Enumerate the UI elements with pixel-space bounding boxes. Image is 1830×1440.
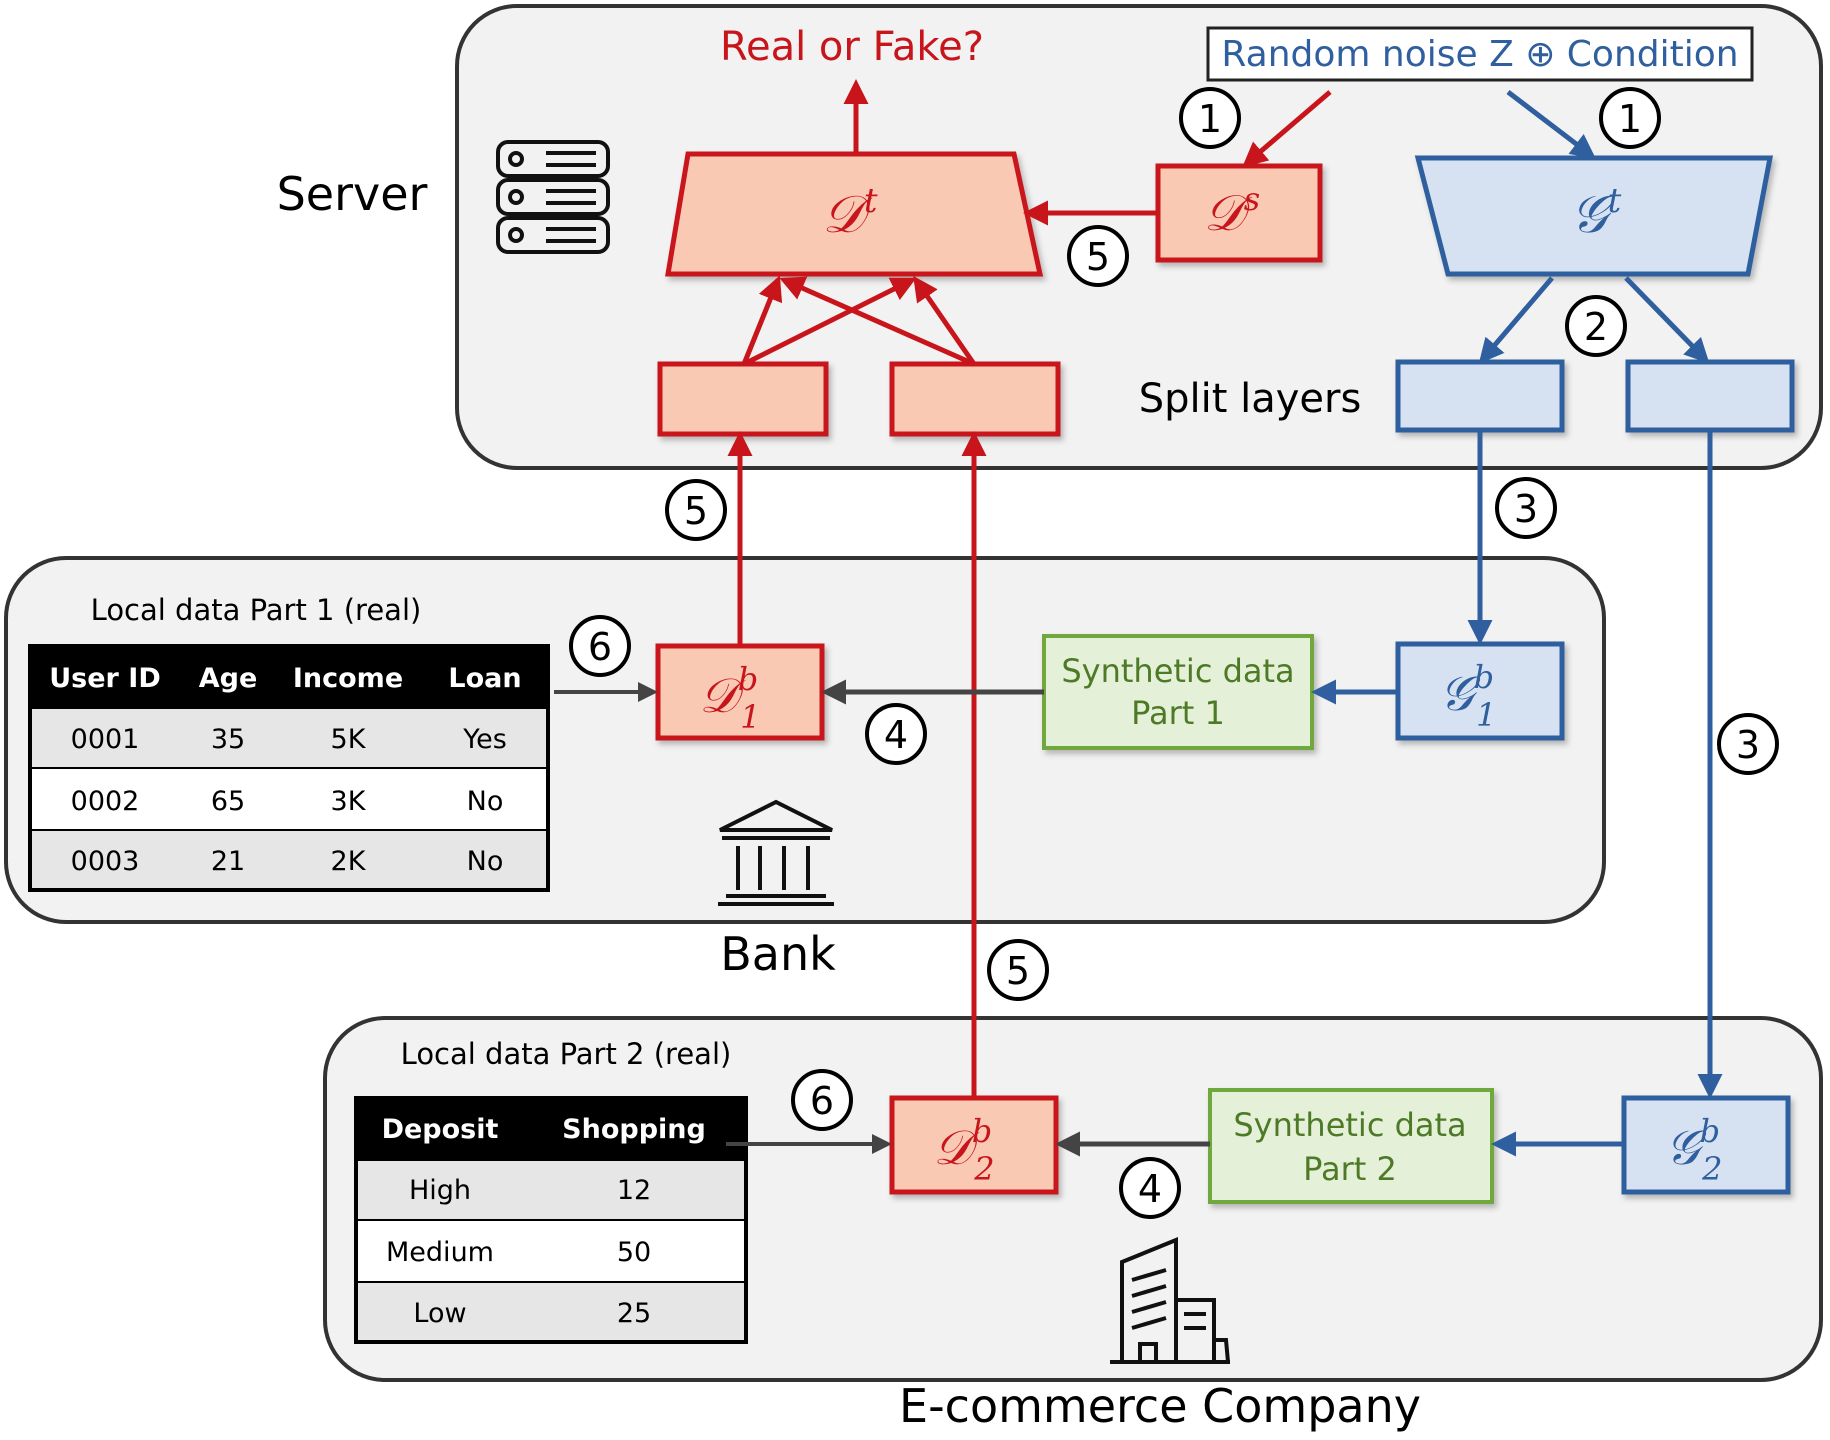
noise-condition-box	[1206, 26, 1754, 82]
bank-cell: 65	[211, 786, 245, 817]
svg-text:5: 5	[1006, 949, 1030, 993]
server-label: Server	[277, 167, 428, 221]
noise-condition-label: Random noise Z ⊕ Condition	[1221, 34, 1738, 75]
ecommerce-label: E-commerce Company	[899, 1379, 1421, 1433]
arrow-split1-to-dt-a	[741, 275, 783, 365]
svg-text:3: 3	[1514, 487, 1538, 531]
svg-text:4: 4	[884, 713, 908, 757]
bank-cell: Yes	[462, 724, 507, 755]
arrow-noise-to-gt	[1506, 90, 1596, 160]
synthetic-part1-line1: Synthetic data	[1061, 652, 1294, 690]
bank-header-income: Income	[293, 663, 403, 694]
split-layers-label: Split layers	[1139, 376, 1362, 422]
red-split-layer-2	[889, 361, 1061, 437]
generator-bank	[1395, 641, 1565, 741]
discriminator-top	[665, 151, 1044, 277]
generator-ecommerce	[1621, 1095, 1791, 1195]
server-icon	[496, 140, 610, 254]
bank-table-title: Local data Part 1 (real)	[91, 593, 422, 627]
discriminator-ecommerce	[889, 1095, 1059, 1195]
step-marker-1a: 1	[1179, 87, 1241, 149]
bank-cell: 3K	[331, 786, 367, 817]
bank-cell: 2K	[331, 846, 367, 877]
step-marker-5-bank: 5	[665, 479, 727, 541]
svg-text:6: 6	[810, 1079, 834, 1123]
arrow-gt-to-split1	[1478, 276, 1554, 364]
ecom-cell: Low	[413, 1298, 466, 1329]
synthetic-part2-line1: Synthetic data	[1233, 1106, 1466, 1144]
building-icon	[1110, 1237, 1230, 1364]
ecommerce-table: Deposit Shopping High 12 Medium 50 Low 2…	[354, 1096, 748, 1344]
arrow-split2-to-dt-b	[913, 275, 977, 366]
discriminator-bank	[655, 643, 825, 741]
svg-text:2: 2	[1584, 305, 1608, 349]
step-marker-1b: 1	[1599, 87, 1661, 149]
red-split-layer-1	[657, 361, 829, 437]
step-marker-5-server: 5	[1067, 225, 1129, 287]
step-marker-3b: 3	[1717, 713, 1779, 775]
blue-split-layer-1	[1395, 359, 1565, 433]
svg-text:4: 4	[1138, 1167, 1162, 1211]
bank-cell: No	[467, 846, 504, 877]
bank-cell: No	[467, 786, 504, 817]
bank-cell: 21	[211, 846, 245, 877]
bank-label: Bank	[720, 927, 836, 981]
step-marker-6-ecom: 6	[791, 1069, 853, 1131]
ecom-cell: High	[409, 1175, 471, 1206]
svg-text:1: 1	[1198, 97, 1222, 141]
svg-text:5: 5	[1086, 235, 1110, 279]
synthetic-part2-line2: Part 2	[1303, 1150, 1397, 1188]
arrow-noise-to-ds	[1242, 90, 1332, 168]
bank-cell: 0001	[71, 724, 140, 755]
arrow-split1-to-dt-b	[742, 277, 917, 367]
ecom-header-shopping: Shopping	[562, 1114, 706, 1145]
bank-header-age: Age	[199, 663, 258, 694]
svg-text:6: 6	[588, 625, 612, 669]
step-marker-4-ecom: 4	[1119, 1157, 1181, 1219]
step-marker-4-bank: 4	[865, 703, 927, 765]
step-marker-2: 2	[1565, 295, 1627, 357]
bank-header-userid: User ID	[49, 663, 160, 694]
svg-text:1: 1	[1618, 97, 1642, 141]
bank-cell: 0003	[71, 846, 140, 877]
blue-split-layer-2	[1625, 359, 1795, 433]
bank-cell: 0002	[71, 786, 140, 817]
bank-icon	[718, 799, 834, 906]
arrow-split2-to-dt-a	[779, 276, 976, 367]
ecom-header-deposit: Deposit	[382, 1114, 499, 1145]
ecom-cell: 12	[617, 1175, 651, 1206]
arrow-gt-to-split2	[1624, 276, 1710, 364]
ecom-cell: 25	[617, 1298, 651, 1329]
synthetic-part1-line2: Part 1	[1131, 694, 1225, 732]
step-marker-3a: 3	[1495, 477, 1557, 539]
bank-header-loan: Loan	[448, 663, 521, 694]
step-marker-6-bank: 6	[569, 615, 631, 677]
step-marker-5-ecom: 5	[987, 939, 1049, 1001]
bank-cell: 35	[211, 724, 245, 755]
svg-text:5: 5	[684, 489, 708, 533]
generator-top	[1414, 155, 1774, 277]
svg-text:3: 3	[1736, 723, 1760, 767]
ecom-cell: Medium	[386, 1237, 494, 1268]
bank-table: User ID Age Income Loan 0001 35 5K Yes 0…	[28, 644, 550, 892]
ecommerce-table-title: Local data Part 2 (real)	[401, 1037, 732, 1071]
bank-cell: 5K	[331, 724, 367, 755]
ecom-cell: 50	[617, 1237, 651, 1268]
real-or-fake-label: Real or Fake?	[720, 24, 984, 70]
